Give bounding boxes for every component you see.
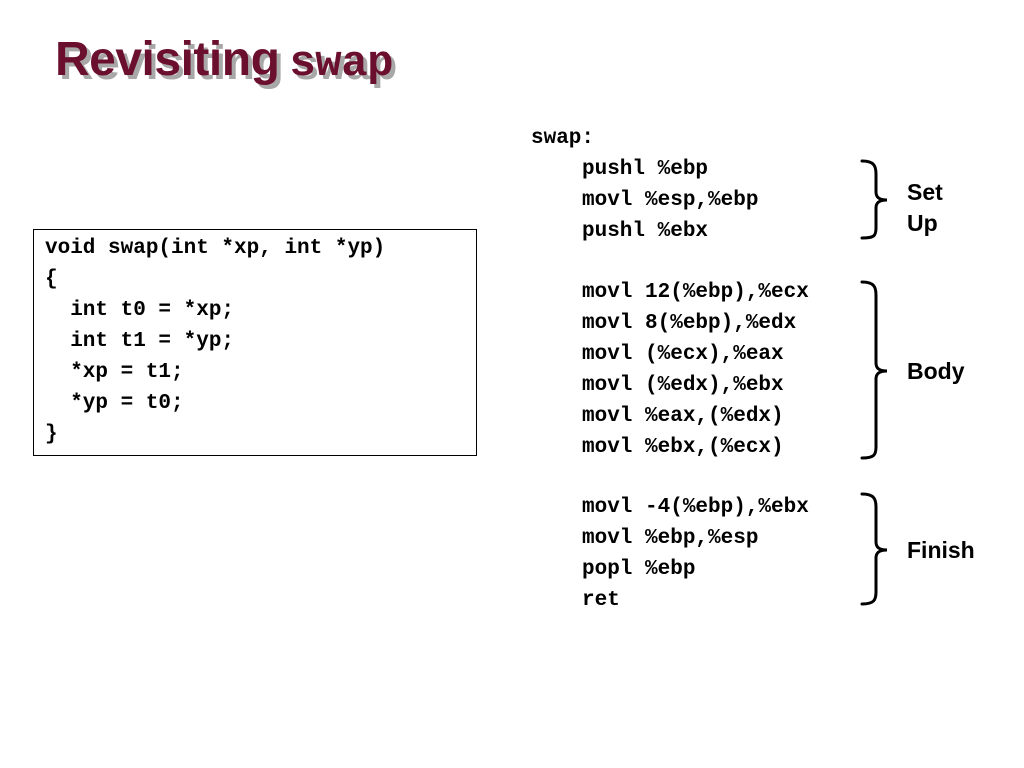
asm-finish-line: movl %ebp,%esp	[582, 527, 759, 550]
c-source-line: {	[45, 268, 58, 291]
c-source-line: int t1 = *yp;	[45, 330, 235, 353]
setup-label-line2: Up	[907, 210, 938, 236]
asm-body-line: movl (%ecx),%eax	[582, 343, 784, 366]
asm-body-line: movl %eax,(%edx)	[582, 405, 784, 428]
setup-brace	[860, 159, 888, 240]
asm-function-label: swap:	[531, 127, 595, 150]
c-source-box: void swap(int *xp, int *yp) { int t0 = *…	[33, 229, 477, 456]
asm-setup-line: pushl %ebp	[582, 158, 709, 181]
c-source-line: int t0 = *xp;	[45, 299, 235, 322]
title-code: swap	[289, 39, 394, 89]
setup-label-line1: Set	[907, 179, 943, 205]
finish-label: Finish	[907, 537, 975, 563]
c-source-line: *yp = t0;	[45, 392, 184, 415]
asm-body-line: movl (%edx),%ebx	[582, 374, 784, 397]
title-word: Revisiting	[55, 33, 280, 86]
asm-setup-line: pushl %ebx	[582, 220, 709, 243]
asm-setup-line: movl %esp,%ebp	[582, 189, 759, 212]
c-source-line: }	[45, 423, 58, 446]
asm-body-line: movl 8(%ebp),%edx	[582, 312, 797, 335]
asm-finish-line: movl -4(%ebp),%ebx	[582, 496, 809, 519]
asm-body-line: movl %ebx,(%ecx)	[582, 436, 784, 459]
asm-body-line: movl 12(%ebp),%ecx	[582, 281, 809, 304]
c-source-line: *xp = t1;	[45, 361, 184, 384]
asm-finish-line: popl %ebp	[582, 558, 696, 581]
asm-finish-line: ret	[582, 589, 620, 612]
finish-brace	[860, 492, 888, 606]
body-brace	[860, 280, 888, 460]
body-label: Body	[907, 358, 965, 384]
c-source-line: void swap(int *xp, int *yp)	[45, 237, 386, 260]
